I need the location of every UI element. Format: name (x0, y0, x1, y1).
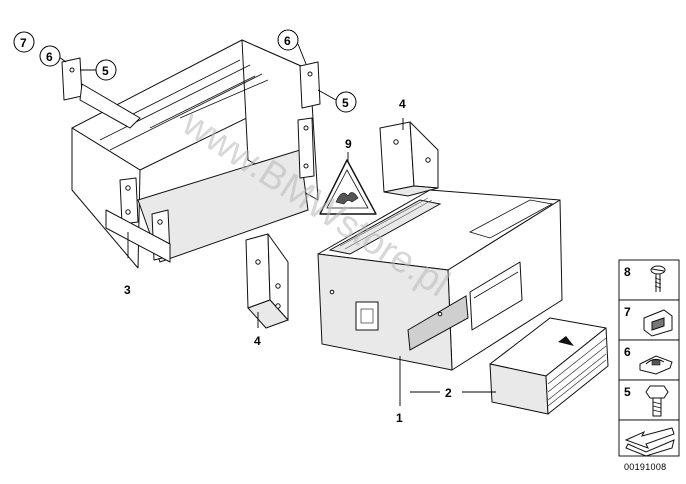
legend-row-7: 7 (618, 299, 680, 341)
svg-text:6: 6 (46, 50, 53, 64)
legend-number: 7 (624, 305, 631, 319)
bracket-large-drawing (61, 39, 321, 269)
svg-text:6: 6 (284, 34, 291, 48)
callout-bracket-large: 3 (124, 283, 131, 297)
cd-magazine-drawing (489, 317, 609, 415)
circled-callout-6-left: 6 (39, 45, 61, 67)
legend-panel: 8 7 6 (618, 259, 680, 472)
hex-bolt-icon (645, 385, 669, 417)
cd-changer-drawing (317, 189, 563, 371)
callout-magazine: 2 (445, 386, 452, 400)
legend-row-arrow (618, 419, 680, 457)
svg-text:5: 5 (342, 96, 349, 110)
legend-number: 8 (624, 265, 631, 279)
warning-label-drawing (319, 159, 377, 215)
clip-nut-icon (643, 309, 673, 337)
callout-changer-unit: 1 (396, 411, 403, 425)
legend-number: 5 (624, 385, 631, 399)
svg-text:5: 5 (102, 64, 109, 78)
spring-nut-icon (639, 355, 673, 375)
callout-bracket-small-right: 4 (399, 97, 406, 111)
legend-row-6: 6 (618, 339, 680, 381)
circled-callout-6-right: 6 (277, 29, 299, 51)
legend-row-8: 8 (618, 259, 680, 301)
bracket-small-bottom-drawing (245, 233, 289, 329)
screw-icon (650, 265, 666, 292)
circled-callout-5-left: 5 (95, 59, 117, 81)
callout-bracket-small-bottom: 4 (254, 334, 261, 348)
reference-code: 00191008 (624, 462, 666, 472)
legend-row-5: 5 (618, 379, 680, 421)
circled-callout-7: 7 (13, 31, 35, 53)
arrow-direction-icon (624, 427, 675, 457)
svg-text:7: 7 (20, 36, 27, 50)
bracket-small-right-drawing (379, 121, 439, 197)
circled-callout-5-right: 5 (335, 91, 357, 113)
legend-number: 6 (624, 345, 631, 359)
callout-warning-label: 9 (345, 137, 352, 151)
